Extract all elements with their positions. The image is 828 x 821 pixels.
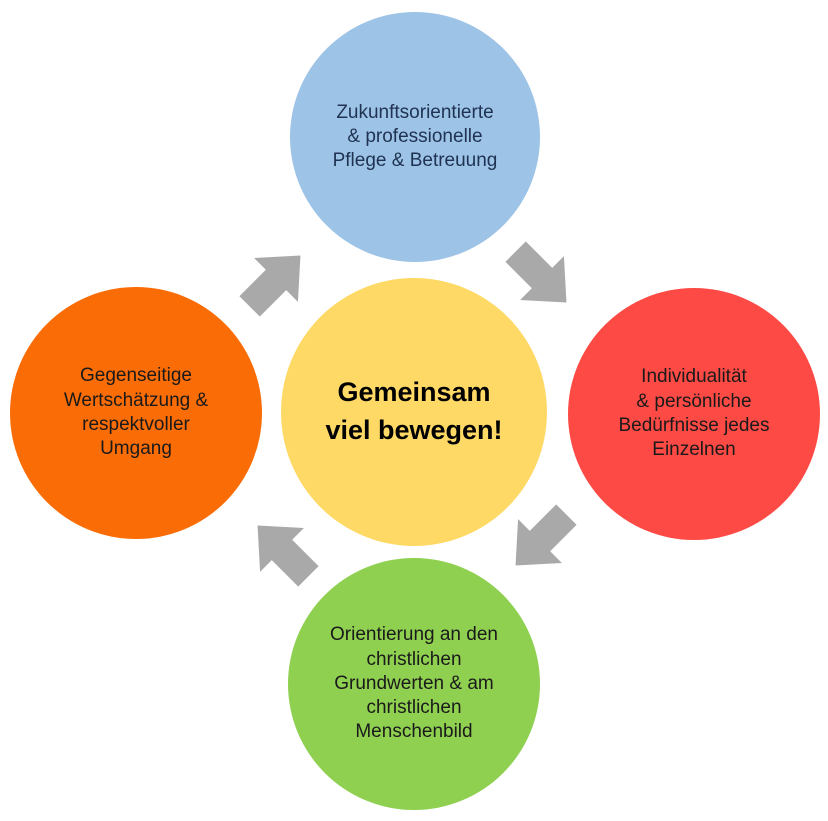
arrow-top-to-right-icon xyxy=(494,230,589,325)
arrow-bottom-to-left-icon xyxy=(236,504,331,599)
center-label: Gemeinsam viel bewegen! xyxy=(325,377,503,445)
arrow-right-to-bottom-icon xyxy=(494,493,589,588)
center-circle: Gemeinsam viel bewegen! xyxy=(281,278,547,546)
node-circle-right: Individualität & persönliche Bedürfnisse… xyxy=(568,288,820,540)
node-circle-left: Gegenseitige Wertschätzung & respektvoll… xyxy=(10,287,262,539)
node-label-top: Zukunftsorientierte & professionelle Pfl… xyxy=(332,101,498,172)
node-label-right: Individualität & persönliche Bedürfnisse… xyxy=(618,366,770,461)
arrow-left-to-top-icon xyxy=(228,234,323,329)
node-label-left: Gegenseitige Wertschätzung & respektvoll… xyxy=(63,365,209,460)
node-circle-top: Zukunftsorientierte & professionelle Pfl… xyxy=(290,12,540,262)
node-circle-bottom: Orientierung an den christlichen Grundwe… xyxy=(288,558,540,810)
node-label-bottom: Orientierung an den christlichen Grundwe… xyxy=(330,624,498,743)
